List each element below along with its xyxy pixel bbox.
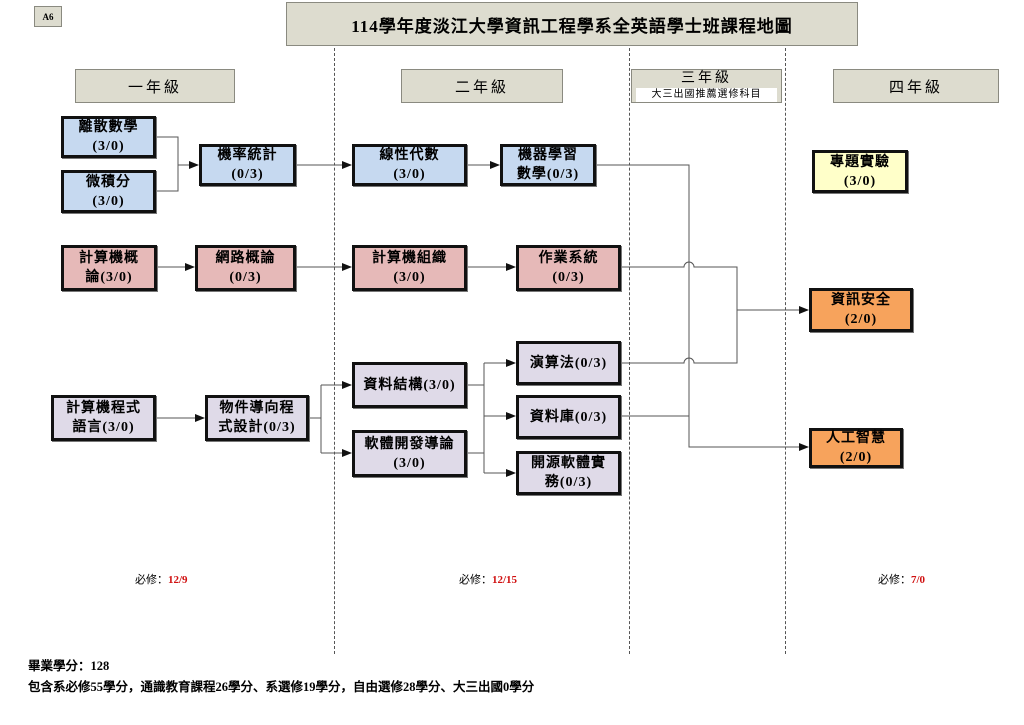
page-title: 114學年度淡江大學資訊工程學系全英語學士班課程地圖 [286,2,858,46]
course-credits: (3/0) [393,167,426,182]
course-open-source-practice[interactable]: 開源軟體實 務(0/3) [516,451,621,495]
course-probability-statistics[interactable]: 機率統計 (0/3) [199,144,296,186]
year-header-3: 三年級 大三出國推薦選修科目 [631,69,782,103]
course-operating-systems[interactable]: 作業系統 (0/3) [516,245,621,291]
required-credits-year2: 必修：12/15 [459,571,517,587]
required-value: 12/15 [492,574,518,586]
course-artificial-intelligence[interactable]: 人工智慧 (2/0) [809,428,903,468]
course-name: 計算機程式 [66,401,141,416]
required-label: 必修： [459,574,492,586]
connector-oop-split [309,385,322,453]
course-credits: 務(0/3) [544,475,593,490]
course-credits: (0/3) [229,270,262,285]
course-information-security[interactable]: 資訊安全 (2/0) [809,288,913,332]
course-name: 資料結構(3/0) [363,377,456,393]
year-header-3-sublabel: 大三出國推薦選修科目 [636,88,777,102]
course-name: 機器學習 [518,148,578,163]
graduation-credits: 畢業學分：128 [28,659,110,673]
course-credits: (2/0) [839,450,873,465]
course-name: 物件導向程 [219,401,295,416]
connector-ml-math-to-ai [596,164,809,451]
course-credits: (0/3) [231,167,264,182]
course-special-project[interactable]: 專題實驗 (3/0) [812,150,908,193]
course-data-structures[interactable]: 資料結構(3/0) [352,362,467,408]
year-header-2: 二年級 [401,69,563,103]
course-ml-math[interactable]: 機器學習 數學(0/3) [500,144,596,186]
connector-year2-split [467,363,485,473]
course-credits: (3/0) [92,139,125,154]
course-credits: 論(3/0) [85,270,133,285]
course-credits: (3/0) [393,455,426,471]
credits-breakdown: 包含系必修55學分，通識教育課程26學分、系選修19學分，自由選修28學分、大三… [28,680,535,694]
course-credits: (3/0) [92,193,125,209]
required-label: 必修： [878,574,911,586]
course-credits: (0/3) [552,270,585,285]
course-credits: 式設計(0/3) [218,420,296,435]
year-divider-2-3 [629,48,630,654]
year-divider-1-2 [334,48,335,654]
required-credits-year4: 必修：7/0 [878,571,925,587]
year-header-1: 一年級 [75,69,235,103]
connector-algorithms-to-infosec [621,310,738,364]
course-name: 專題實驗 [830,154,890,170]
course-linear-algebra[interactable]: 線性代數 (3/0) [352,144,467,186]
course-name: 人工智慧 [826,431,886,446]
year-header-4: 四年級 [833,69,999,103]
year-divider-3-4 [785,48,786,654]
course-credits: 語言(3/0) [72,420,135,435]
year-header-3-label: 三年級 [681,71,732,86]
course-name: 機率統計 [217,148,278,163]
document-tag: A6 [34,6,62,27]
course-name: 計算機概 [79,251,139,266]
required-label: 必修： [135,574,168,586]
connector-os-to-infosec [621,261,809,314]
course-credits: (3/0) [393,270,426,285]
course-name: 資料庫(0/3) [529,409,608,425]
connector-discrete-math [156,136,179,192]
course-name: 開源軟體實 [531,456,606,471]
course-computer-organization[interactable]: 計算機組織 (3/0) [352,245,467,291]
course-name: 軟體開發導論 [364,436,455,452]
course-software-dev-intro[interactable]: 軟體開發導論 (3/0) [352,430,467,477]
course-intro-networks[interactable]: 網路概論 (0/3) [195,245,296,291]
course-credits: 數學(0/3) [516,167,580,182]
required-credits-year1: 必修：12/9 [135,571,188,587]
course-name: 線性代數 [379,148,440,163]
course-oop[interactable]: 物件導向程 式設計(0/3) [205,395,309,441]
course-name: 資訊安全 [831,293,891,308]
course-name: 演算法(0/3) [529,355,608,371]
course-name: 網路概論 [215,251,276,266]
course-discrete-math[interactable]: 離散數學 (3/0) [61,116,156,158]
course-calculus[interactable]: 微積分 (3/0) [61,170,156,213]
required-value: 12/9 [168,574,188,586]
course-name: 微積分 [86,174,131,190]
course-credits: (3/0) [843,173,877,189]
course-database[interactable]: 資料庫(0/3) [516,395,621,439]
course-name: 計算機組織 [372,251,447,266]
course-intro-computer[interactable]: 計算機概 論(3/0) [61,245,157,291]
course-name: 離散數學 [78,120,139,135]
course-name: 作業系統 [538,251,599,266]
course-credits: (2/0) [844,312,878,327]
required-value: 7/0 [911,574,926,586]
course-programming-language[interactable]: 計算機程式 語言(3/0) [51,395,156,441]
course-algorithms[interactable]: 演算法(0/3) [516,341,621,385]
